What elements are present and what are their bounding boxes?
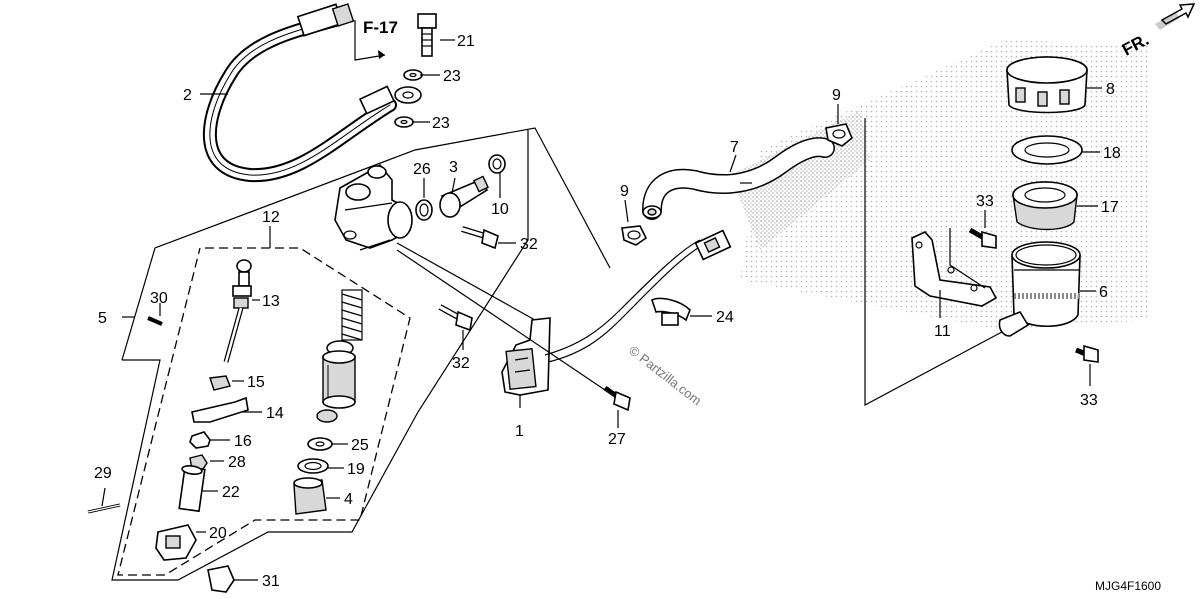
hose-clip-9-lower	[621, 225, 648, 246]
callout-23-top: 23	[443, 68, 461, 85]
callout-33-upper: 33	[976, 193, 994, 210]
callout-15: 15	[247, 374, 265, 391]
bolt-21	[417, 13, 437, 57]
watermark: © Partzilla.com	[626, 343, 704, 409]
brake-hose	[202, 3, 422, 183]
callout-6: 6	[1099, 284, 1108, 301]
callout-17: 17	[1101, 199, 1119, 216]
callout-28: 28	[228, 454, 246, 471]
joint-31	[207, 565, 235, 593]
reservoir-cap-8	[1006, 56, 1088, 114]
ref-arrow-head	[378, 50, 385, 59]
callout-31: 31	[262, 573, 280, 590]
callout-18: 18	[1103, 145, 1121, 162]
switch-wire	[544, 239, 701, 356]
callout-9-lower: 9	[620, 183, 629, 200]
callout-24: 24	[716, 309, 734, 326]
pin-30	[147, 316, 163, 326]
diagram-code: MJG4F1600	[1095, 579, 1161, 593]
callout-19: 19	[347, 461, 365, 478]
bolt-32-upper	[461, 226, 499, 250]
spring	[341, 289, 363, 341]
leader-bracket-2	[396, 249, 606, 391]
ref-arrow-line	[354, 20, 386, 61]
callout-16: 16	[234, 433, 252, 450]
callout-4: 4	[344, 491, 353, 508]
callout-21: 21	[457, 33, 475, 50]
bolt-33-upper	[968, 227, 997, 249]
bracket-1	[501, 317, 551, 396]
bracket-11	[911, 231, 998, 307]
master-cylinder-outline	[121, 127, 611, 361]
callout-7: 7	[730, 139, 739, 156]
clip-10	[488, 154, 506, 174]
callout-30: 30	[150, 290, 168, 307]
callout-22: 22	[222, 484, 240, 501]
callout-32-upper: 32	[520, 236, 538, 253]
callout-33-lower: 33	[1080, 392, 1098, 409]
switch-wire-2	[547, 243, 706, 363]
bolt-33-lower	[1075, 344, 1099, 363]
callout-8: 8	[1106, 81, 1115, 98]
piston	[322, 340, 356, 409]
master-cylinder-body	[334, 163, 413, 251]
callout-23-bottom: 23	[432, 115, 450, 132]
reservoir-outline	[864, 118, 1016, 406]
bolt-32-lower	[438, 304, 473, 332]
diaphragm-plate-18	[1011, 135, 1083, 165]
callout-14: 14	[266, 405, 284, 422]
plate-14	[191, 396, 249, 423]
master-cylinder-outline-2	[111, 130, 529, 581]
washer-25	[307, 437, 333, 451]
callout-10: 10	[491, 201, 509, 218]
callout-3: 3	[449, 159, 458, 176]
callout-27: 27	[608, 431, 626, 448]
callout-1: 1	[515, 423, 524, 440]
diaphragm-17	[1012, 181, 1078, 231]
callout-2: 2	[183, 87, 192, 104]
nut-16	[189, 431, 211, 449]
piston-group-outline	[117, 247, 411, 576]
circlip-19	[297, 458, 329, 474]
nut-15	[209, 375, 231, 391]
washer-23-top	[403, 69, 423, 81]
push-rod-13	[223, 259, 252, 363]
callout-26: 26	[413, 161, 431, 178]
clamp-24	[651, 297, 691, 326]
washer-23-bottom	[394, 116, 414, 128]
front-direction-arrow: FR.	[1119, 3, 1196, 60]
bolt-27	[603, 385, 631, 412]
hose-clip-9-upper	[825, 123, 853, 147]
reference-label: F-17	[363, 18, 398, 37]
callout-25: 25	[351, 437, 369, 454]
callout-9-upper: 9	[832, 87, 841, 104]
callout-11: 11	[934, 323, 951, 340]
seal	[316, 409, 338, 423]
callout-29: 29	[94, 465, 112, 482]
reservoir-6	[998, 241, 1081, 337]
callout-13: 13	[262, 293, 280, 310]
callout-12: 12	[262, 209, 280, 226]
callout-20: 20	[209, 525, 227, 542]
joint-3	[439, 175, 489, 218]
leader-bracket-1	[396, 242, 536, 321]
callout-leaders	[101, 39, 1102, 581]
reservoir-hose-7	[642, 137, 835, 220]
callout-5: 5	[98, 310, 107, 327]
callout-32-lower: 32	[452, 355, 470, 372]
o-ring-26	[415, 199, 433, 221]
